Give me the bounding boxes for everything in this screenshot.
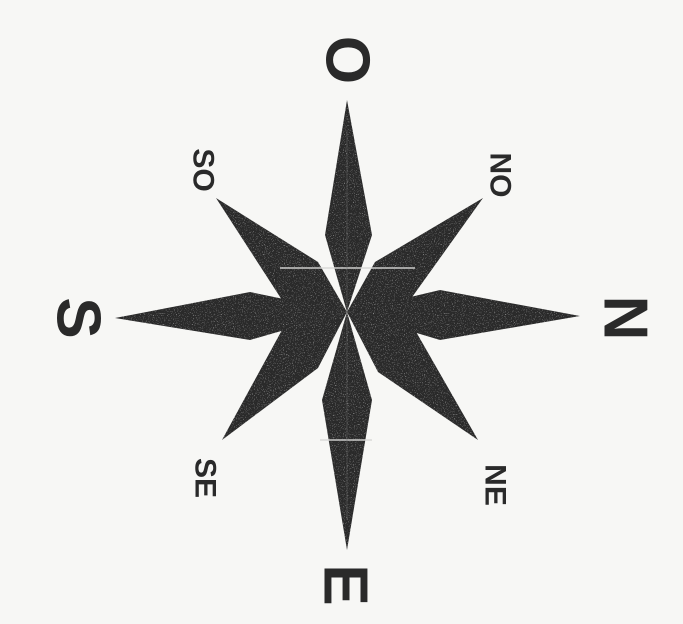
label-lower-left: SE <box>189 458 222 498</box>
label-upper-left: SO <box>187 148 220 191</box>
label-upper-right: NO <box>484 153 517 198</box>
label-right: N <box>591 296 660 341</box>
label-bottom: E <box>311 564 380 605</box>
label-lower-right: NE <box>479 464 512 506</box>
label-left: S <box>44 297 113 338</box>
label-top: O <box>313 36 382 84</box>
